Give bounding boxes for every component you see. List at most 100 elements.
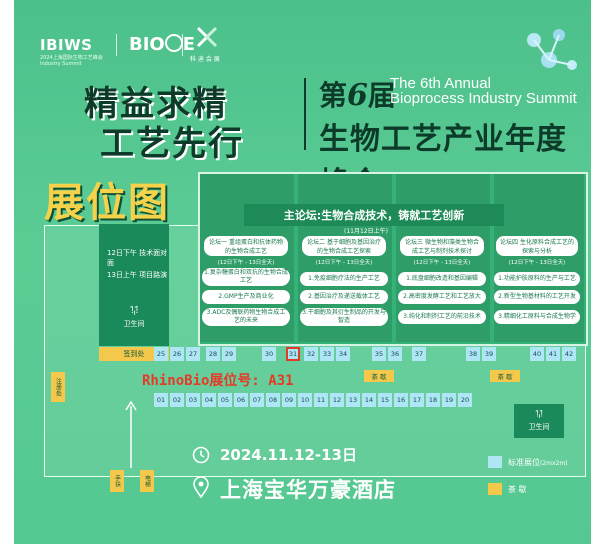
kd-logo-icon bbox=[196, 26, 218, 48]
forum-1-time: (12日下午 - 13日全天) bbox=[217, 260, 275, 266]
header-divider bbox=[304, 78, 306, 150]
booth-26: 26 bbox=[170, 347, 184, 361]
legend-tea: 茶 歇 bbox=[508, 485, 527, 494]
booth-01: 01 bbox=[154, 393, 168, 407]
slogan-line-2: 工艺先行 bbox=[100, 124, 244, 164]
bione-logo: BIO E bbox=[129, 34, 195, 55]
rhinobio-booth-label: RhinoBio展位号: A31 bbox=[142, 373, 294, 389]
poster: IBIWS 2024上海国际生物工艺峰会 Industry Summit BIO… bbox=[14, 0, 591, 544]
kd-logo-text: 科 迪 会 展 bbox=[190, 56, 220, 63]
booth-29: 29 bbox=[222, 347, 236, 361]
booth-05: 05 bbox=[218, 393, 232, 407]
entrance-arrow-icon bbox=[125, 400, 137, 468]
venue: 上海宝华万豪酒店 bbox=[220, 478, 396, 502]
forum-1-title: 论坛一 重组蛋白和抗体药物的生物合成工艺 bbox=[204, 236, 288, 256]
forum-2-title: 论坛二 基于细胞及基因治疗的生物合成工艺探索 bbox=[302, 236, 386, 256]
tea-break-1: 茶 歇 bbox=[364, 370, 394, 382]
edition: 第6届 bbox=[319, 74, 396, 114]
forum-3-title: 论坛三 微生物和藻类生物合成工艺与制剂技术探讨 bbox=[400, 236, 484, 256]
booth-18: 18 bbox=[426, 393, 440, 407]
booth-42: 42 bbox=[562, 347, 576, 361]
booth-02: 02 bbox=[170, 393, 184, 407]
booth-40: 40 bbox=[530, 347, 544, 361]
forum-3-talk-2: 2.高密度发酵工艺和工艺放大 bbox=[398, 290, 486, 304]
bione-ring-icon bbox=[164, 34, 183, 52]
legend-tea-swatch bbox=[488, 483, 502, 495]
edition-pre: 第 bbox=[319, 79, 348, 112]
ibiws-logo: IBIWS bbox=[40, 36, 93, 54]
molecule-decoration-icon bbox=[527, 29, 577, 70]
booth-28: 28 bbox=[206, 347, 220, 361]
booth-41: 41 bbox=[546, 347, 560, 361]
main-forum-title: 主论坛:生物合成技术，铸就工艺创新 bbox=[244, 204, 504, 226]
booth-17: 17 bbox=[410, 393, 424, 407]
legend-standard-swatch bbox=[488, 456, 502, 468]
forum-4-talk-3: 3.精细化工原料与合成生物学 bbox=[494, 310, 580, 324]
location-pin-icon bbox=[193, 476, 209, 498]
wc-room: ꖭ 卫生间 bbox=[99, 290, 169, 346]
wc-label: 卫生间 bbox=[123, 320, 145, 328]
clock-icon bbox=[192, 446, 210, 464]
booth-16: 16 bbox=[394, 393, 408, 407]
booth-08: 08 bbox=[266, 393, 280, 407]
wc-2-icon: ꖭ bbox=[534, 408, 544, 421]
booth-38: 38 bbox=[466, 347, 480, 361]
booth-25: 25 bbox=[154, 347, 168, 361]
booth-19: 19 bbox=[442, 393, 456, 407]
booth-06: 06 bbox=[234, 393, 248, 407]
annual-summit-english: The 6th Annual Bioprocess Industry Summi… bbox=[390, 76, 577, 106]
booth-13: 13 bbox=[346, 393, 360, 407]
forum-4-time: (12日下午 - 13日全天) bbox=[508, 260, 566, 266]
forum-4-talk-2: 2.新型生物基材料的工艺开发 bbox=[494, 290, 580, 304]
booth-09: 09 bbox=[282, 393, 296, 407]
meeting-room: 12日下午 技术面对面 13日上午 项目路演 bbox=[99, 224, 169, 290]
bione-logo-left: BIO bbox=[129, 34, 165, 55]
logo-divider bbox=[116, 34, 117, 56]
bione-logo-right: E bbox=[182, 34, 196, 55]
booth-07: 07 bbox=[250, 393, 264, 407]
registration-desk: 注册处 bbox=[51, 372, 65, 402]
booth-12: 12 bbox=[330, 393, 344, 407]
booth-32: 32 bbox=[304, 347, 318, 361]
meeting-room-line-1: 12日下午 技术面对面 bbox=[107, 249, 168, 267]
meeting-room-line-2: 13日上午 项目路演 bbox=[107, 271, 168, 279]
booth-30: 30 bbox=[262, 347, 276, 361]
booth-14: 14 bbox=[362, 393, 376, 407]
forum-1-talk-1: 1.复杂糖蛋白和双抗的生物合成工艺 bbox=[202, 268, 290, 286]
booth-27: 27 bbox=[186, 347, 200, 361]
elevator: 电梯 bbox=[140, 470, 154, 492]
signin-desk: 签到处 bbox=[99, 347, 169, 361]
slogan-line-1: 精益求精 bbox=[84, 84, 228, 124]
booth-39: 39 bbox=[482, 347, 496, 361]
main-forum-time: (11月12日上午) bbox=[344, 228, 388, 235]
booth-20: 20 bbox=[458, 393, 472, 407]
booth-04: 04 bbox=[202, 393, 216, 407]
booth-35: 35 bbox=[372, 347, 386, 361]
booth-15: 15 bbox=[378, 393, 392, 407]
forum-2-talk-3: 3.干细胞及其衍生制品的开发与智造 bbox=[300, 308, 388, 326]
wc-2-label: 卫生间 bbox=[528, 423, 550, 431]
booth-33: 33 bbox=[320, 347, 334, 361]
ibiws-logo-subtitle: 2024上海国际生物工艺峰会 Industry Summit bbox=[40, 55, 103, 67]
booth-37: 37 bbox=[412, 347, 426, 361]
forum-4-talk-1: 1.功能护肤原料的生产与工艺 bbox=[494, 272, 580, 286]
forum-3-talk-3: 3.纯化和制剂工艺的前沿技术 bbox=[398, 310, 486, 324]
booth-map-title: 展位图 bbox=[44, 180, 170, 226]
legend-standard-size: (2mx2m) bbox=[540, 460, 568, 467]
booth-03: 03 bbox=[186, 393, 200, 407]
booth-11: 11 bbox=[314, 393, 328, 407]
forum-2-talk-1: 1.免疫细胞疗法的生产工艺 bbox=[300, 272, 388, 286]
booth-36: 36 bbox=[388, 347, 402, 361]
booth-34: 34 bbox=[336, 347, 350, 361]
annual-line-2: Bioprocess Industry Summit bbox=[390, 90, 577, 107]
event-date: 2024.11.12-13日 bbox=[220, 446, 357, 464]
forum-3-time: (12日下午 - 13日全天) bbox=[413, 260, 471, 266]
forum-1-talk-2: 2.GMP生产及商业化 bbox=[202, 290, 290, 304]
forum-1-talk-3: 3.ADC及偶联药物生物合成工艺的未来 bbox=[202, 308, 290, 326]
forum-4-title: 论坛四 生化原料合成工艺的探索与分析 bbox=[496, 236, 578, 256]
forum-3-talk-1: 1.底盘细胞改造和基因编辑 bbox=[398, 272, 486, 286]
edition-post: 届 bbox=[367, 79, 396, 112]
legend-standard: 标准展位(2mx2m) bbox=[508, 457, 568, 468]
wc-icon: ꖭ bbox=[129, 304, 139, 318]
